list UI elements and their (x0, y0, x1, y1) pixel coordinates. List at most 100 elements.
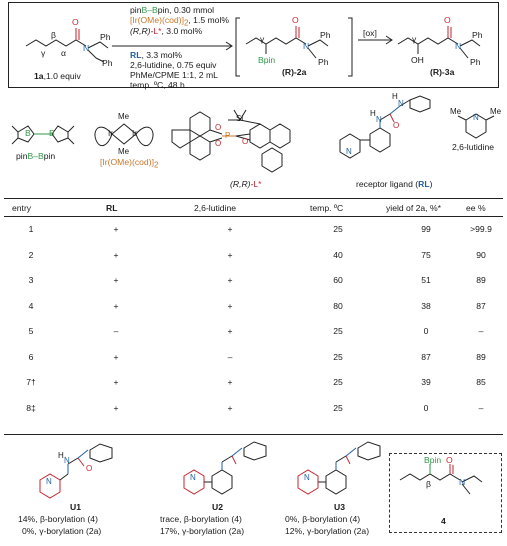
ligand-oxygen-1: O (215, 123, 222, 132)
intermediate-phenyl-2: Ph (318, 57, 329, 67)
rl-urea-h2: H (392, 92, 398, 101)
ligand-oxygen-2: O (215, 139, 222, 148)
u1-pyridine-n: N (46, 477, 52, 486)
lutidine-label: 2,6-lutidine (452, 142, 495, 152)
product-phenyl-1: Ph (472, 30, 483, 40)
rl-urea-h1: H (370, 109, 376, 118)
table-cell: + (227, 377, 233, 387)
pyridine-ring (339, 133, 361, 159)
substrate-phenyl-1: Ph (100, 32, 111, 42)
ir-atom-right: Ir (132, 129, 137, 138)
receptor-ligand-label: receptor ligand (RL) (356, 179, 433, 189)
table-cell: 25 (333, 326, 343, 336)
phenyl-ring (369, 127, 391, 153)
header-lutidine: 2,6-lutidine (194, 203, 237, 213)
u2-pyridine-n: N (190, 473, 196, 482)
compound-4-bpin: Bpin (424, 455, 442, 465)
u3-line-1: 0%, β-borylation (4) (285, 514, 361, 524)
product-phenyl-2: Ph (470, 57, 481, 67)
reaction-scheme-structures (25, 17, 481, 77)
header-rl: RL (106, 203, 118, 213)
lutidine-n: N (473, 113, 479, 122)
ir-methoxy-bottom: Me (118, 147, 130, 156)
table-cell: – (113, 326, 119, 336)
table-cell: 5 (28, 326, 34, 336)
table-bottom-rule (4, 434, 503, 435)
ir-methoxy-top: Me (118, 112, 130, 121)
naph-1 (189, 111, 211, 137)
table-cell: 2 (28, 249, 34, 260)
lutidine-ring (465, 113, 487, 139)
table-cell: 3 (28, 275, 34, 285)
cod-right (135, 126, 154, 147)
u2-line-2: 17%, γ-borylation (2a) (160, 526, 245, 536)
ligand-silicon: Si (236, 114, 244, 123)
pin-b-left: B (25, 128, 31, 138)
u3-label: U3 (334, 502, 345, 512)
rl-pyridine-n: N (346, 147, 352, 156)
product-gamma: γ (412, 34, 417, 44)
table-cell: 85 (476, 377, 486, 387)
compound-4-nitrogen: N (459, 477, 466, 487)
table-cell: + (227, 326, 233, 336)
compound-4-box (389, 453, 502, 533)
u1-line-2: 0%, γ-borylation (2a) (22, 526, 102, 536)
table-cell: 25 (333, 402, 343, 413)
pin-b-right: B (49, 128, 55, 138)
table-cell: + (113, 351, 119, 362)
table-cell: 0 (423, 326, 429, 336)
reagent-structures (11, 95, 495, 173)
ligand-phosphorus: P (225, 131, 231, 140)
header-entry: entry (12, 203, 32, 213)
bracket-right (348, 17, 353, 77)
substrate-nitrogen: N (83, 43, 90, 53)
naph-4 (249, 123, 271, 149)
header-temp: temp. ºC (310, 203, 344, 213)
lutidine-me-right: Me (490, 107, 502, 116)
intermediate-gamma: γ (260, 34, 265, 44)
table-cell: + (113, 275, 119, 285)
table-cell: 6 (28, 351, 34, 362)
table-cell: 39 (421, 377, 431, 387)
pin-ring-right (51, 125, 69, 143)
u2-line-1: trace, β-borylation (4) (160, 514, 242, 524)
intermediate-nitrogen: N (303, 41, 310, 51)
table-cell: 87 (476, 300, 486, 311)
product-label: (R)-3a (430, 67, 455, 77)
substrate-oxygen: O (72, 17, 79, 27)
condition-line-6: PhMe/CPME 1:1, 2 mL (130, 70, 218, 80)
table-cell: – (227, 351, 233, 362)
naph-3 (171, 129, 191, 149)
u3-line-2: 12%, γ-borylation (2a) (285, 526, 370, 536)
table-cell: + (113, 224, 119, 234)
table-cell: + (113, 402, 119, 413)
table-cell: + (113, 249, 119, 260)
header-ee: ee % (466, 203, 486, 213)
header-yield: yield of 2a, %* (386, 203, 441, 213)
table-cell: 1 (28, 224, 34, 234)
table-header-rule (4, 216, 503, 217)
naph-2 (189, 135, 211, 161)
product-oh: OH (411, 55, 424, 65)
table-cell: + (227, 249, 233, 260)
bracket-left (235, 17, 240, 77)
table-cell: 89 (476, 275, 486, 285)
naph-6 (261, 147, 283, 173)
table-cell: 0 (423, 402, 429, 413)
table-cell: 4 (28, 300, 34, 311)
compound-4-label: 4 (441, 516, 446, 526)
pinbbpin-label: pinB–Bpin (16, 151, 56, 161)
naph-5 (269, 123, 291, 149)
u1-urea-h: H (58, 451, 64, 460)
intermediate-phenyl-1: Ph (320, 30, 331, 40)
table-cell: 89 (476, 351, 486, 362)
ligand-oxygen-3: O (242, 137, 249, 146)
table-cell: + (227, 402, 233, 413)
substrate-chain (25, 39, 87, 47)
table-cell: 25 (333, 224, 343, 234)
table-cell: + (227, 300, 233, 311)
rl-urea-n2: N (398, 99, 404, 108)
reaction-scheme-box (8, 2, 499, 88)
table-cell: – (478, 402, 484, 413)
intermediate-bpin: Bpin (258, 55, 276, 65)
